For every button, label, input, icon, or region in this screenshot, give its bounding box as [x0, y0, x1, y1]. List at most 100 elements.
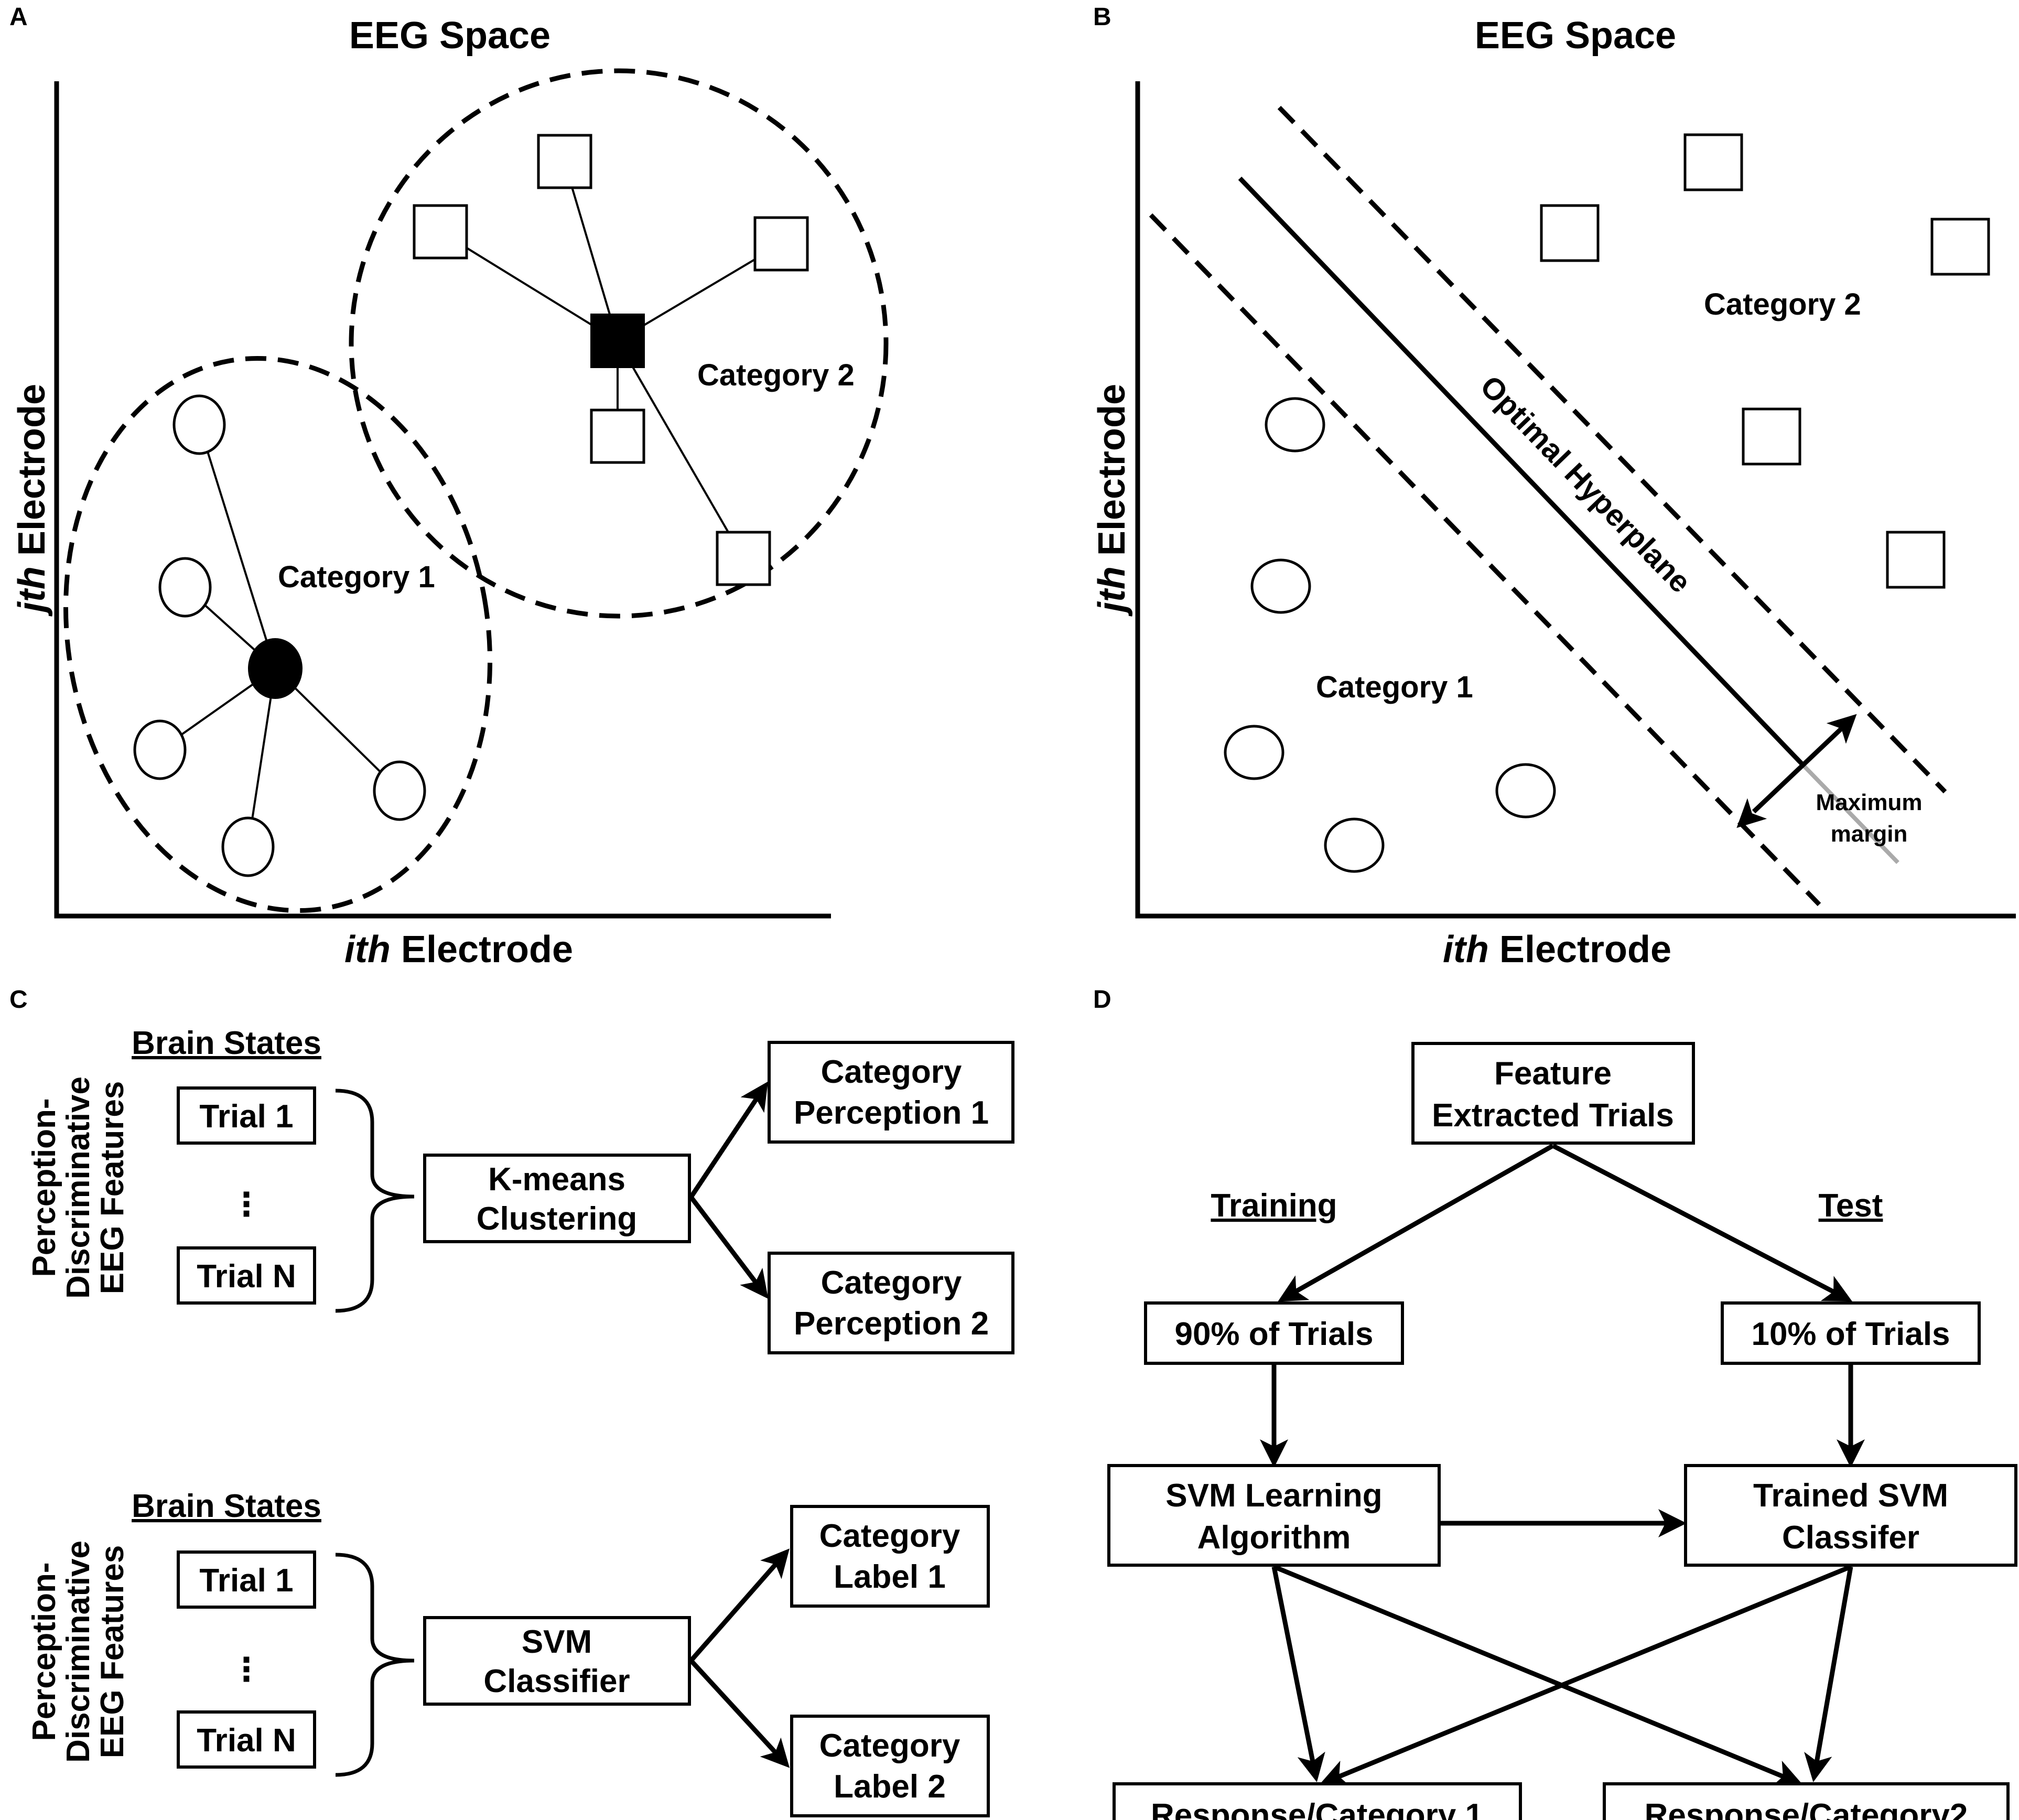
- category1-point: [133, 719, 187, 780]
- category1-point: [373, 760, 426, 821]
- maximum-margin-label-line1: Maximum: [1816, 790, 1923, 815]
- kmeans-label-line2: Clustering: [477, 1201, 638, 1237]
- maximum-margin-label-line2: margin: [1831, 821, 1908, 847]
- trained-svm-line1: Trained SVM: [1753, 1478, 1948, 1514]
- svm-classifier-box: [423, 1616, 691, 1706]
- response-category1-label: Response/Category 1: [1151, 1797, 1483, 1820]
- panel-a-category2-label: Category 2: [697, 358, 855, 392]
- brain-states-header: Brain States: [132, 1025, 321, 1061]
- panel-b-letter: B: [1093, 3, 1111, 31]
- response-category1-box: [1113, 1782, 1522, 1820]
- arrow-trained-to-response1: [1319, 1564, 1852, 1787]
- label-2-line2: Label 2: [834, 1769, 946, 1805]
- perception-1-line1: Category: [821, 1054, 962, 1090]
- response-category2-label: Response/Category2: [1645, 1797, 1968, 1820]
- svm-flow: Brain States Perception- Discriminative …: [26, 1488, 990, 1817]
- category-perception-1-box: [768, 1041, 1014, 1144]
- category1-point: [1224, 725, 1284, 780]
- category1-point: [172, 394, 226, 455]
- panel-b-x-axis-label: ith Electrode: [1443, 929, 1671, 971]
- side-label-line1: Perception-: [26, 1562, 62, 1741]
- panel-a-category1-label: Category 1: [278, 560, 435, 594]
- panel-b-title: EEG Space: [1475, 15, 1676, 57]
- arrow-to-perception-2: [689, 1196, 769, 1299]
- training-label: Training: [1211, 1188, 1337, 1224]
- category1-centroid: [248, 638, 303, 699]
- category1-point: [158, 557, 212, 618]
- hyperplane-label: Optimal Hyperplane: [1474, 369, 1698, 599]
- arrow-to-label-1: [689, 1548, 790, 1662]
- upper-margin-line: [1277, 105, 1947, 794]
- panel-c: C Brain States Perception- Discriminativ…: [9, 986, 1014, 1817]
- perception-1-line2: Perception 1: [794, 1095, 989, 1131]
- trial-1-label: Trial 1: [199, 1563, 293, 1599]
- trained-svm-line2: Classifer: [1782, 1520, 1919, 1556]
- optimal-hyperplane-line: [1238, 176, 1806, 768]
- feature-extracted-line1: Feature: [1494, 1056, 1612, 1092]
- arrow-to-training-split: [1278, 1144, 1554, 1302]
- category2-point: [590, 408, 645, 464]
- category2-cluster-boundary: [349, 68, 889, 619]
- arrow-learning-to-response1: [1271, 1566, 1325, 1782]
- label-1-line2: Label 1: [834, 1559, 946, 1595]
- training-split-label: 90% of Trials: [1174, 1316, 1373, 1352]
- label-2-line1: Category: [819, 1728, 960, 1764]
- arrow-to-label-2: [689, 1659, 790, 1768]
- category1-point: [1250, 558, 1311, 614]
- trials-brace: [335, 1089, 415, 1313]
- side-label-line3: EEG Features: [94, 1545, 131, 1759]
- svm-classifier-line2: Classifier: [483, 1663, 630, 1699]
- trial-1-label: Trial 1: [199, 1099, 293, 1135]
- lower-margin-line: [1149, 213, 1821, 907]
- panel-a-y-axis-label: jth Electrode: [11, 384, 53, 617]
- arrow-to-test-split: [1551, 1144, 1852, 1302]
- trials-ellipsis: ⋮: [230, 1652, 263, 1688]
- perception-2-line1: Category: [821, 1265, 962, 1301]
- panel-b: B EEG Space jth Electrode ith Electrode …: [1091, 3, 2016, 971]
- panel-a-title: EEG Space: [349, 15, 550, 57]
- kmeans-label-line1: K-means: [488, 1161, 625, 1198]
- category-label-1-box: [790, 1505, 990, 1608]
- category2-point: [1930, 218, 1990, 276]
- category2-point: [753, 216, 809, 272]
- kmeans-flow: Brain States Perception- Discriminative …: [26, 1025, 1014, 1354]
- perception-2-line2: Perception 2: [794, 1306, 989, 1342]
- label-1-line1: Category: [819, 1518, 960, 1554]
- response-category2-box: [1603, 1782, 2010, 1820]
- panel-a-x-axis-label: ith Electrode: [344, 929, 573, 971]
- side-label-line1: Perception-: [26, 1098, 62, 1277]
- trained-svm-classifier-box: [1684, 1464, 2017, 1567]
- arrow-to-perception-1: [689, 1081, 768, 1199]
- trial-1-box: [177, 1550, 316, 1609]
- test-split-box: [1721, 1301, 1981, 1365]
- svm-learning-algorithm-box: [1107, 1464, 1441, 1567]
- cluster2-spoke: [617, 340, 744, 559]
- maximum-margin-arrow: [1736, 714, 1857, 828]
- category1-cluster-boundary: [63, 356, 493, 913]
- cluster2-spoke: [439, 231, 619, 342]
- category2-point: [1683, 133, 1743, 191]
- panel-d: D Feature Extracted Trials Training Test…: [1093, 986, 2017, 1820]
- category1-point: [1265, 397, 1325, 453]
- test-label: Test: [1819, 1188, 1883, 1224]
- category2-point: [1886, 531, 1946, 589]
- trial-n-box: [177, 1710, 316, 1769]
- feature-extracted-line2: Extracted Trials: [1432, 1097, 1674, 1134]
- category1-point: [1495, 763, 1556, 819]
- panel-b-axes: [1135, 81, 2016, 919]
- side-label-line3: EEG Features: [94, 1081, 131, 1295]
- trial-1-box: [177, 1086, 316, 1145]
- category-label-2-box: [790, 1715, 990, 1817]
- arrow-learning-to-response2: [1273, 1564, 1803, 1787]
- trials-brace: [335, 1553, 415, 1777]
- category1-point: [1324, 817, 1385, 873]
- category2-point: [537, 134, 592, 189]
- trials-ellipsis: ⋮: [230, 1187, 263, 1223]
- category2-point: [413, 204, 468, 260]
- side-label-line2: Discriminative: [60, 1076, 96, 1299]
- trial-n-box: [177, 1246, 316, 1305]
- panel-a: A EEG Space jth Electrode ith Electrode: [9, 3, 889, 971]
- arrow-trained-to-response2: [1804, 1566, 1853, 1782]
- svm-learning-line2: Algorithm: [1197, 1520, 1351, 1556]
- svm-learning-line1: SVM Learning: [1165, 1478, 1382, 1514]
